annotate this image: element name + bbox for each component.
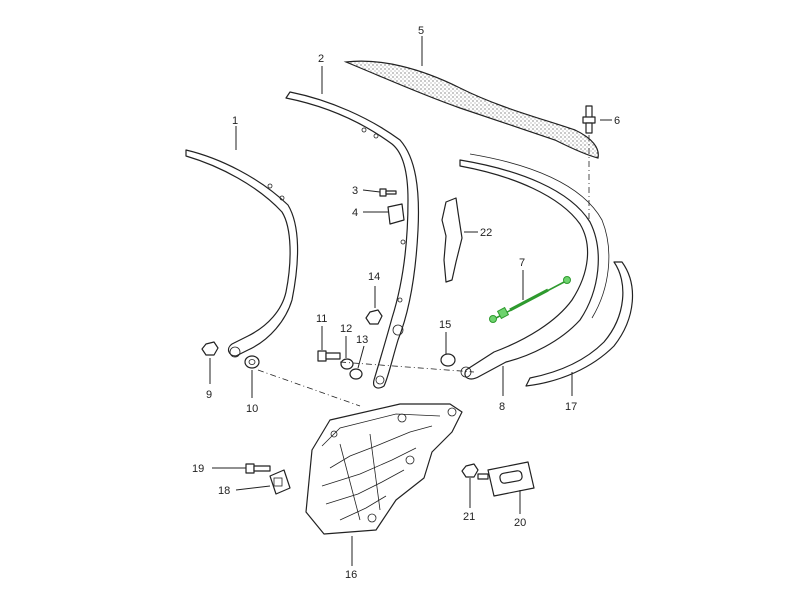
label-part-3: 3 [352,185,358,197]
label-part-18: 18 [218,485,230,497]
guide-line-b [339,361,475,373]
label-part-15: 15 [439,319,451,331]
label-part-1: 1 [232,115,238,127]
guide-line-a [257,369,361,407]
label-part-16: 16 [345,569,357,581]
part-11-bolt [317,350,341,362]
label-part-14: 14 [368,271,380,283]
label-part-22: 22 [480,227,492,239]
part-22-strap [441,197,463,283]
part-21-nut [461,463,489,480]
part-12-washer [340,358,354,370]
label-part-6: 6 [614,115,620,127]
part-20-plate [487,461,535,497]
label-part-5: 5 [418,25,424,37]
label-part-9: 9 [206,389,212,401]
part-7-gas-strut [489,276,571,323]
part-3-screw [379,188,397,197]
label-part-2: 2 [318,53,324,65]
label-part-21: 21 [463,511,475,523]
part-15-nut [440,353,456,367]
part-17-seal [525,261,634,387]
part-6-bolt [582,105,596,134]
part-1-frame-bow [185,149,299,358]
label-part-17: 17 [565,401,577,413]
label-part-8: 8 [499,401,505,413]
label-part-12: 12 [340,323,352,335]
label-part-7: 7 [519,257,525,269]
label-part-4: 4 [352,207,358,219]
part-9-nut [201,341,219,356]
label-part-19: 19 [192,463,204,475]
label-part-10: 10 [246,403,258,415]
label-part-11: 11 [316,313,327,325]
part-4-bracket [387,203,405,225]
part-5-roof-panel [343,60,599,159]
label-part-20: 20 [514,517,526,529]
part-19-screw [245,463,271,474]
leader-lines [209,36,612,566]
part-14-nut [365,286,383,325]
part-10-washer [244,355,260,369]
part-2-frame-bow [285,91,420,389]
part-18-block [269,469,291,495]
part-16-hinge-mechanism [305,403,463,535]
label-part-13: 13 [356,334,368,346]
part-13-washer [349,368,363,380]
part-8-rear-frame [459,153,610,380]
